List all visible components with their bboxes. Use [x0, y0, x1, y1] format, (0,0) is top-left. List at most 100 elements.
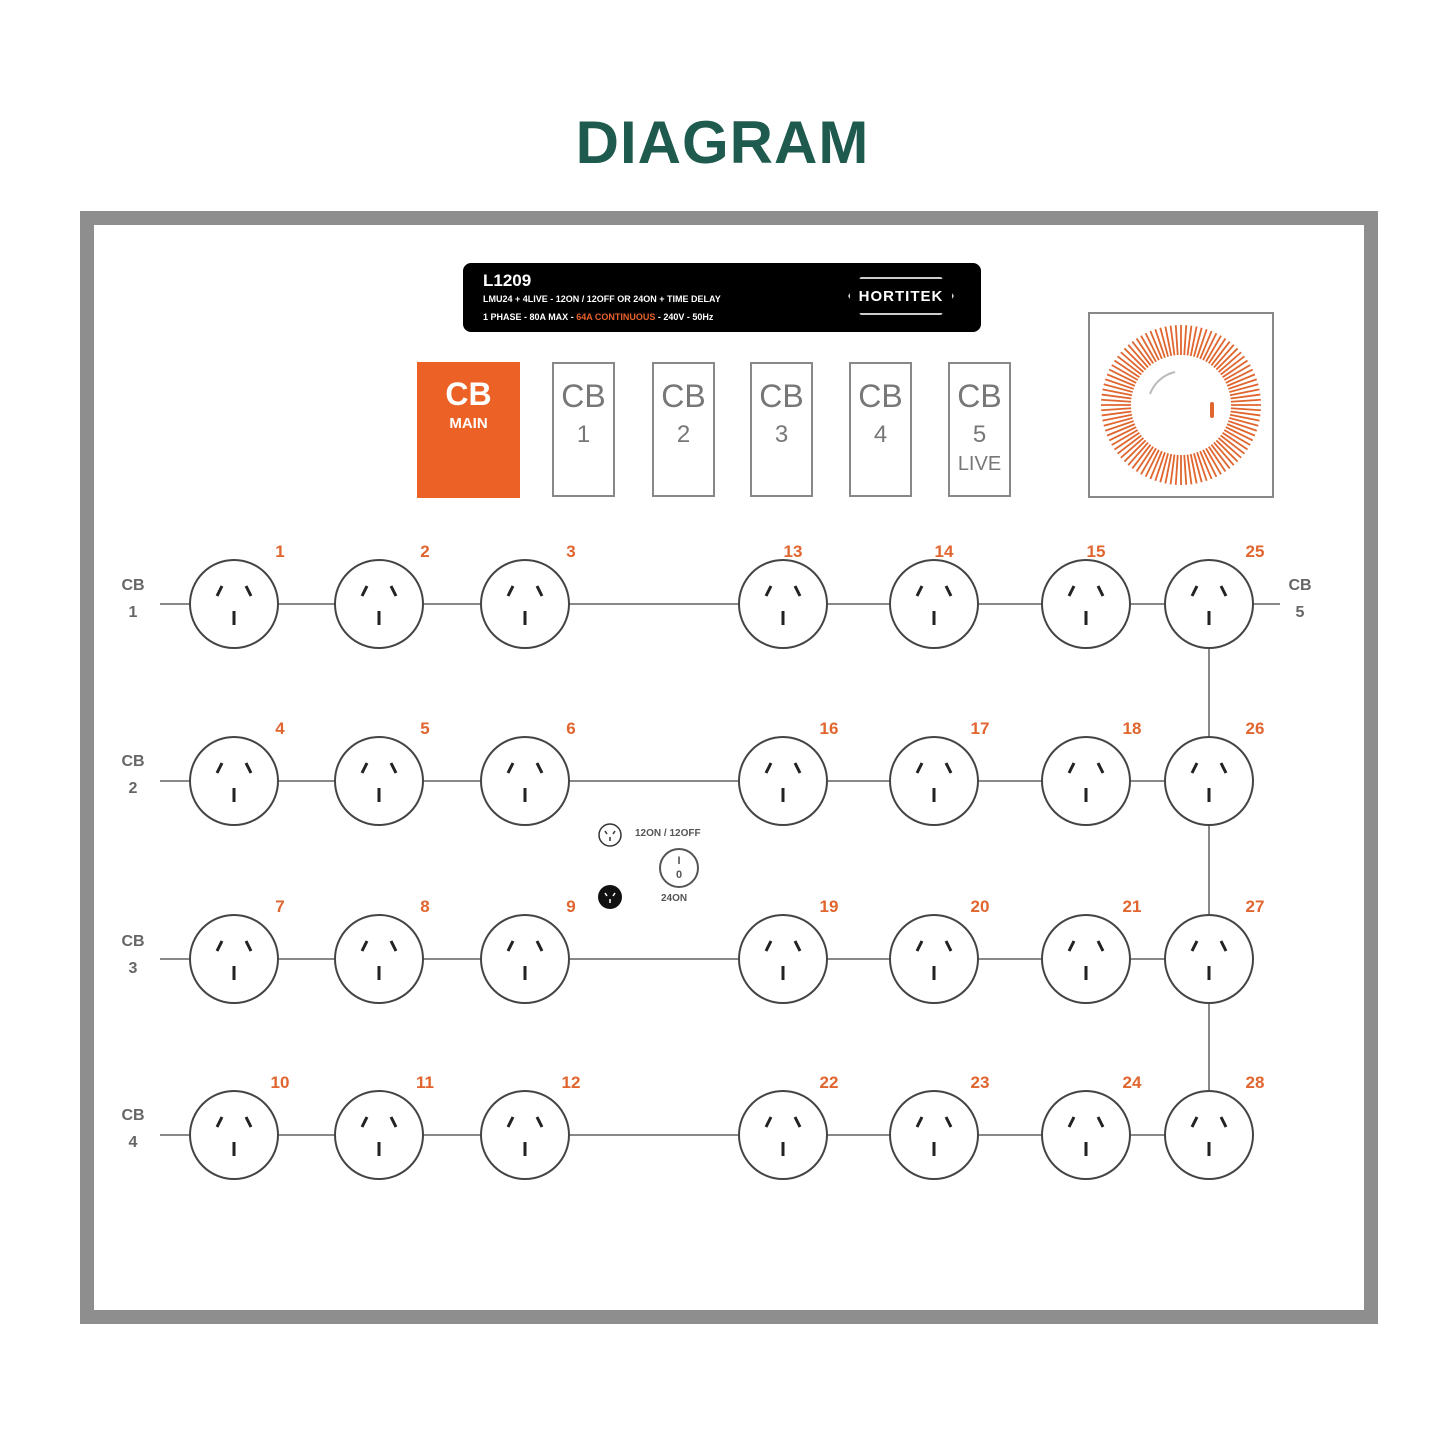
row-label-title: CB [121, 933, 145, 950]
outlet-number: 25 [1245, 542, 1265, 561]
dial-tick [1226, 423, 1256, 437]
dial-tick [1189, 326, 1198, 357]
dial-tick [1202, 332, 1218, 361]
cb-sub: LIVE [957, 453, 1002, 475]
outlet-9 [479, 913, 571, 1010]
dial-tick [1101, 410, 1132, 417]
outlet-number: 1 [275, 542, 285, 561]
dial-tick [1229, 383, 1259, 393]
outlet-26 [1163, 735, 1255, 832]
dial-tick [1223, 429, 1251, 446]
spec-line-2: 1 PHASE - 80A MAX - 64A CONTINUOUS - 240… [483, 312, 713, 322]
outlet-number: 11 [416, 1073, 434, 1092]
outlet-4 [188, 735, 280, 832]
dial-tick [1174, 325, 1179, 356]
dial-tick [1123, 347, 1147, 371]
dial-tick [1215, 347, 1239, 371]
outlet-number: 13 [783, 542, 803, 561]
dial-tick [1222, 432, 1249, 451]
dial-tick [1213, 344, 1235, 369]
dial-arc [1149, 371, 1176, 395]
dial-tick [1111, 364, 1139, 381]
outlet-21 [1040, 913, 1132, 1010]
model-number: L1209 [483, 271, 532, 290]
outlet-12 [479, 1089, 571, 1186]
power-outlet-icon [480, 559, 570, 649]
dial-tick [1189, 453, 1198, 484]
dial-tick [1228, 378, 1258, 390]
dial-tick [1135, 446, 1154, 473]
power-outlet-icon [738, 1090, 828, 1180]
mode-2-label: 24ON [661, 893, 688, 904]
dial-tick [1111, 429, 1139, 446]
dial-tick [1164, 453, 1173, 484]
outlet-3 [479, 558, 571, 655]
outlet-15 [1040, 558, 1132, 655]
outlet-number: 27 [1245, 897, 1265, 916]
dial-tick [1104, 420, 1134, 432]
outlet-8 [333, 913, 425, 1010]
dial-tick [1229, 413, 1260, 422]
outlet-18 [1040, 735, 1132, 832]
timer-dial[interactable] [1088, 312, 1274, 498]
power-outlet-icon [334, 914, 424, 1004]
dial-tick [1101, 393, 1132, 400]
dial-tick [1199, 330, 1213, 360]
outlet-number: 14 [934, 542, 954, 561]
cb-4[interactable]: CB 4 [849, 362, 912, 497]
dial-tick [1228, 420, 1258, 432]
dial-tick [1131, 444, 1152, 470]
dial-tick [1174, 454, 1179, 485]
dial-tick [1131, 340, 1152, 366]
dial-tick [1159, 327, 1169, 357]
cb-title: CB [858, 378, 903, 414]
outlet-1 [188, 558, 280, 655]
cb-main-title: CB [445, 376, 492, 412]
power-outlet-icon [889, 914, 979, 1004]
row-label-title: CB [121, 753, 145, 770]
power-outlet-icon [889, 559, 979, 649]
outlet-10 [188, 1089, 280, 1186]
power-outlet-icon [189, 559, 279, 649]
dial-tick [1215, 439, 1239, 463]
outlet-number: 4 [275, 719, 285, 738]
dial-tick [1135, 337, 1154, 364]
dial-tick [1106, 423, 1136, 437]
dial-tick [1127, 344, 1149, 369]
dial-tick [1222, 359, 1249, 378]
dial-tick [1186, 325, 1193, 356]
power-outlet-icon [334, 1090, 424, 1180]
row-label-num: 4 [128, 1134, 138, 1151]
outlet-19 [737, 913, 829, 1010]
dial-tick [1193, 327, 1203, 357]
power-outlet-icon [480, 736, 570, 826]
brand-logo: HORTITEK [848, 277, 954, 315]
dial-tick [1104, 378, 1134, 390]
cb-title: CB [759, 378, 804, 414]
outlet-number: 5 [420, 719, 430, 738]
outlet-number: 28 [1245, 1073, 1265, 1092]
panel-frame [80, 211, 1378, 1324]
cb-number: 4 [873, 421, 888, 448]
mode-1-label: 12ON / 12OFF [635, 828, 701, 839]
dial-tick [1208, 337, 1227, 364]
dial-tick [1140, 335, 1157, 363]
dial-tick [1208, 446, 1227, 473]
power-outlet-icon [1164, 559, 1254, 649]
outlet-20 [888, 913, 980, 1010]
cb-number: 5 [972, 421, 987, 448]
outlet-number: 15 [1086, 542, 1106, 561]
dial-tick [1102, 388, 1133, 397]
outlet-14 [888, 558, 980, 655]
dial-tick [1226, 373, 1256, 387]
outlet-number: 18 [1122, 719, 1142, 738]
